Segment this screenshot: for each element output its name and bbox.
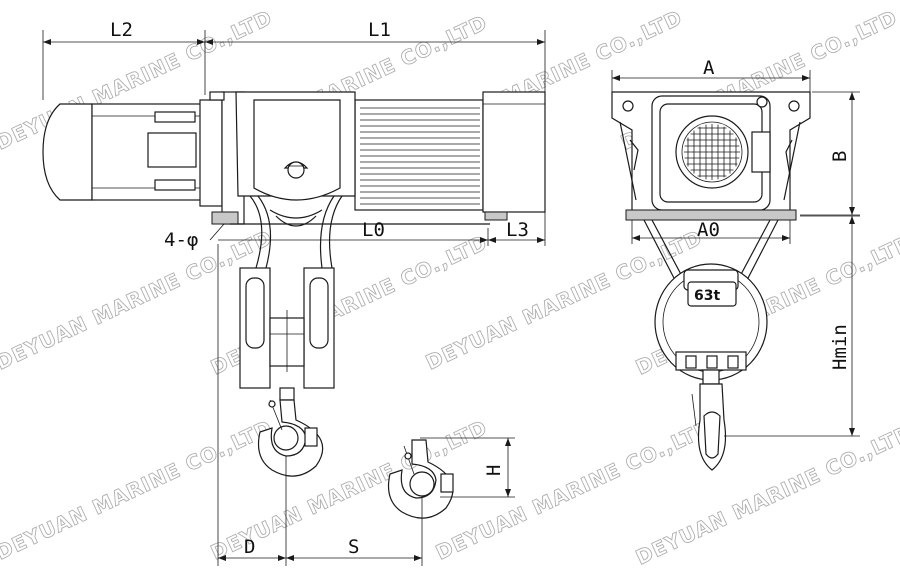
end-frame [611,91,811,221]
dimension-b: B [800,91,860,216]
label-a: A [703,57,715,79]
label-hmin: Hmin [829,324,851,370]
side-view: L2 L1 [42,19,546,566]
label-d: D [244,536,255,558]
label-a0: A0 [697,219,720,241]
drum-grooves [360,107,480,205]
dimension-a0: A0 [631,219,791,244]
label-l0: L0 [362,219,385,241]
dimension-hmin: Hmin [724,215,860,437]
dimension-a: A [611,57,811,95]
hook-block-front: 63t [654,263,768,385]
ropes [249,195,343,269]
hook-second [387,439,454,519]
dimension-l2-l1: L2 L1 [42,19,546,100]
hook-block-side [239,267,335,401]
front-view: A B [611,57,860,471]
dimension-l0-l3: L0 L3 4-φ [164,212,546,251]
hook-main [257,399,324,477]
hook-front [691,383,727,471]
ropes-front [643,219,779,283]
label-l1: L1 [368,19,391,41]
dimension-h: H [420,437,515,498]
label-bolt-holes: 4-φ [164,229,198,251]
label-h: H [483,465,505,476]
motor [42,99,223,207]
capacity-plate: 63t [694,288,720,304]
label-l3: L3 [506,219,529,241]
fan-grille [684,124,740,180]
dimension-d-s: D S [217,244,423,566]
rope-drum [354,91,546,221]
trolley-saddle [235,91,356,201]
label-b: B [829,151,851,162]
label-s: S [348,536,359,558]
label-l2: L2 [110,19,133,41]
